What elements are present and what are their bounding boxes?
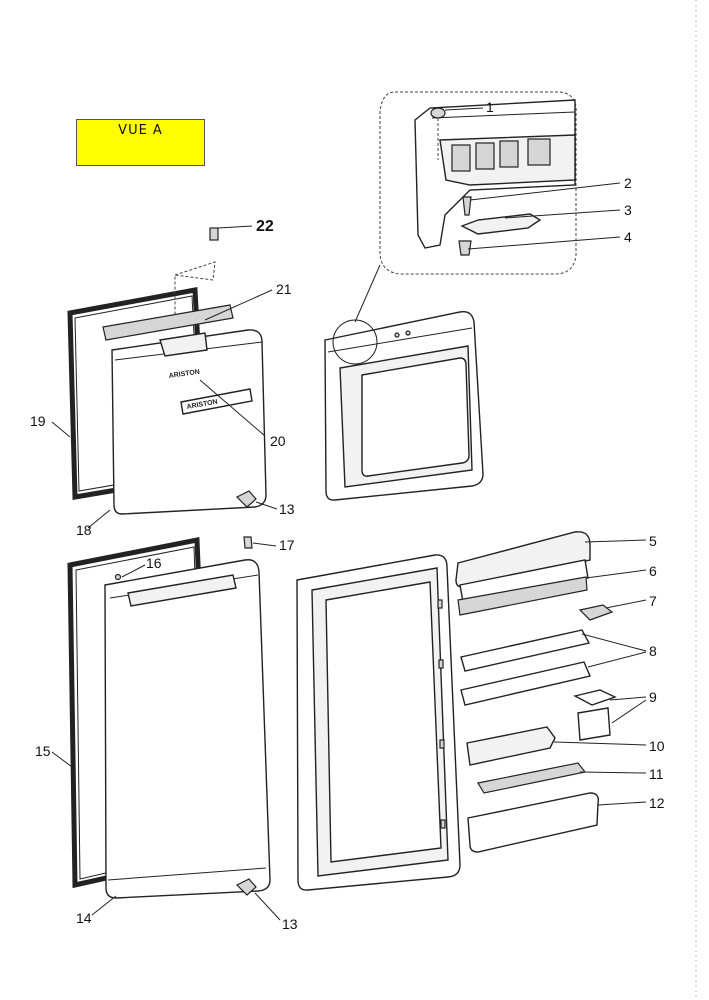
callout-11: 11 [649,766,664,782]
callout-10: 10 [649,738,665,754]
part-3-hinge-plate [460,213,542,235]
detail-view-hinge [354,91,577,323]
detail-circle-marker [332,319,378,365]
part-1-cap [430,107,446,119]
part-8-shelf-upper [460,629,591,672]
callout-12: 12 [649,795,665,811]
part-12-bottle-shelf [467,792,600,853]
callout-14: 14 [76,910,92,926]
part-10-bottle-holder [466,726,556,766]
fridge-door-assembly [67,536,271,899]
view-a-label: VUE A [118,123,163,138]
freezer-door-assembly: ARISTON ARISTON [67,227,267,515]
callout-15: 15 [35,743,51,759]
part-14-fridge-door [104,559,271,899]
callout-6: 6 [649,563,657,579]
callout-17: 17 [279,537,295,553]
leader-lines [51,107,647,921]
callout-9: 9 [649,689,657,705]
part-13-upper-hinge [235,490,257,508]
callout-7: 7 [649,593,657,609]
callout-4: 4 [624,229,632,245]
part-21-top-strip [102,304,234,341]
part-7-egg-tray [578,604,614,621]
part-8-shelf-lower [460,661,591,706]
fridge-inner-panel [325,581,442,863]
callout-2: 2 [624,175,632,191]
view-a-label-box: VUE A [76,119,205,166]
callout-13-upper: 13 [279,501,295,517]
callout-22: 22 [256,218,274,235]
part-17-hinge-pin [243,536,253,549]
detail-view-connector [354,264,381,323]
part-2-screw [462,196,472,216]
part-20-brand-badge [180,388,253,415]
part-18-freezer-door [111,329,267,515]
callout-8: 8 [649,643,657,659]
fridge-door-handle [127,574,237,607]
callout-5: 5 [649,533,657,549]
part-11-egg-rack [477,762,587,794]
freezer-brand-text: ARISTON [168,369,200,380]
freezer-inner-panel [361,357,470,477]
part-4-pin [458,240,472,256]
callout-1: 1 [486,99,494,115]
cabinet-assembly [296,311,484,891]
part-16-stopper [114,573,122,581]
callout-numbers: 1 2 3 4 5 6 7 8 9 10 11 12 13 13 14 15 1… [30,99,665,932]
callout-16: 16 [146,555,162,571]
callout-18: 18 [76,522,92,538]
freezer-hinge-axis [174,261,216,315]
part-9-box [577,707,611,741]
part-13-lower-hinge [235,878,257,896]
callout-19: 19 [30,413,46,429]
part-9-box-lid [573,689,617,706]
part-5-dairy-cover [455,531,591,588]
callout-3: 3 [624,202,632,218]
freezer-door-handle [159,332,208,357]
part-22-hinge-pin [209,227,219,241]
door-shelves [455,531,617,853]
callout-20: 20 [270,433,286,449]
callout-21: 21 [276,281,292,297]
callout-13-lower: 13 [282,916,298,932]
